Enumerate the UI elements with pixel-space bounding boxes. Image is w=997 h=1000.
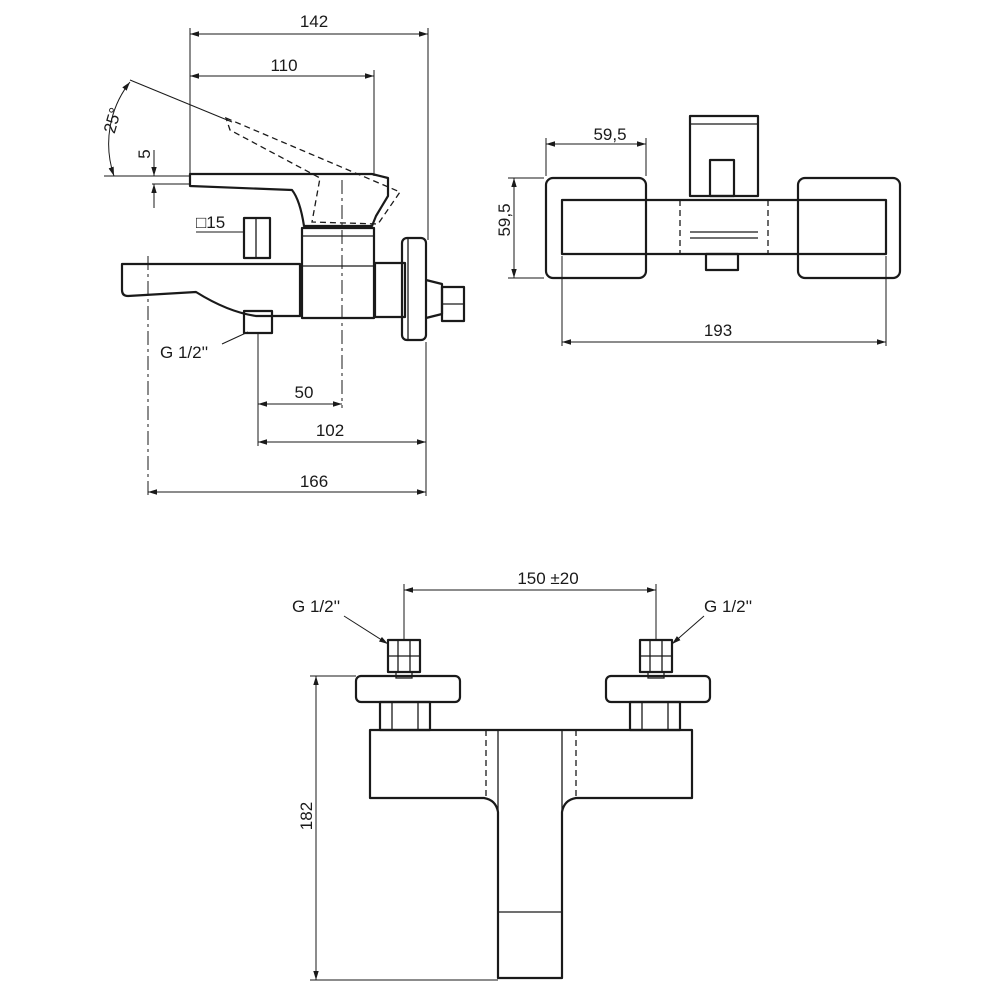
dim-angle: 25° <box>100 106 125 136</box>
dim-110: 110 <box>270 56 297 75</box>
connection-block <box>373 261 407 319</box>
dim-left-inlet-thread: G 1/2'' <box>292 597 340 616</box>
eccentric-connector <box>425 278 444 320</box>
lever <box>188 172 390 228</box>
left-front-plate <box>354 674 462 704</box>
dim-square-15: □15 <box>196 213 225 232</box>
front-view: 150 ±20 G 1/2'' G 1/2'' 182 <box>292 569 752 981</box>
dim-193: 193 <box>704 321 732 340</box>
dim-59-5-height: 59,5 <box>495 203 514 236</box>
lever-raised-outline <box>224 116 401 225</box>
top-outlet <box>704 252 740 272</box>
right-hex-nut <box>628 700 682 732</box>
dim-right-inlet-thread: G 1/2'' <box>704 597 752 616</box>
dim-outlet-thread: G 1/2'' <box>160 343 208 362</box>
diverter-knob <box>242 216 272 260</box>
front-body <box>368 728 694 980</box>
top-body <box>560 198 888 256</box>
dim-166: 166 <box>300 472 328 491</box>
left-wall-plate <box>544 176 648 280</box>
dim-50: 50 <box>295 383 314 402</box>
dim-5: 5 <box>135 149 154 158</box>
top-lever-stem <box>708 158 736 198</box>
spout <box>120 262 302 318</box>
body-column <box>300 226 376 320</box>
dim-142: 142 <box>300 12 328 31</box>
dim-150-spacing: 150 ±20 <box>517 569 578 588</box>
dim-182: 182 <box>297 802 316 830</box>
dim-102: 102 <box>316 421 344 440</box>
top-lever-handle <box>688 114 760 198</box>
outlet-nipple <box>242 309 274 335</box>
right-wall-plate <box>796 176 902 280</box>
left-hex-nut <box>378 700 432 732</box>
top-view: 59,5 59,5 193 <box>495 114 902 346</box>
wall-plate <box>400 236 428 342</box>
dim-59-5-width: 59,5 <box>593 125 626 144</box>
side-view: 142 110 25° 5 □15 G 1/2'' 50 102 166 <box>100 12 466 496</box>
right-front-plate <box>604 674 712 704</box>
